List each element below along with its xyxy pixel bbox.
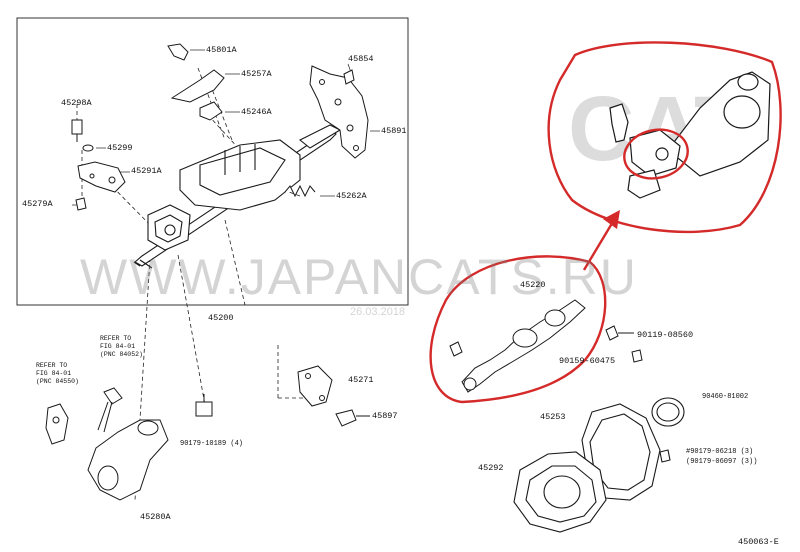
bracket-45291a bbox=[77, 161, 126, 193]
watermark-main: WWW.JAPANCATS.RU bbox=[80, 249, 638, 305]
label-45280a: 45280A bbox=[140, 512, 171, 522]
bolt-45897 bbox=[335, 409, 357, 427]
label-45801a: 45801A bbox=[206, 45, 237, 55]
label-45291a: 45291A bbox=[131, 166, 162, 176]
label-45262a: 45262A bbox=[336, 191, 367, 201]
label-90159-60475: 90159-60475 bbox=[559, 356, 616, 366]
refer-line: REFER TO bbox=[100, 335, 132, 342]
refer-line: REFER TO bbox=[36, 362, 68, 369]
highlight-joint bbox=[623, 128, 689, 180]
label-45298a: 45298A bbox=[61, 98, 92, 108]
label-45299: 45299 bbox=[107, 143, 133, 153]
bolt-90179-b bbox=[659, 449, 671, 463]
steering-column bbox=[133, 124, 342, 269]
refer-line: (PNC 84052) bbox=[100, 351, 143, 358]
label-45279a: 45279A bbox=[22, 199, 53, 209]
clip-45801a bbox=[167, 43, 189, 61]
bolt-90119 bbox=[605, 325, 619, 341]
label-45220: 45220 bbox=[520, 280, 546, 290]
highlight-arrow-line bbox=[582, 219, 616, 271]
watermark-date: 26.03.2018 bbox=[350, 306, 406, 318]
label-45253: 45253 bbox=[540, 412, 566, 422]
label-45854: 45854 bbox=[348, 54, 374, 64]
label-90119-08560: 90119-08560 bbox=[637, 330, 694, 340]
connector-84052 bbox=[103, 387, 123, 405]
refer-note-84550: REFER TO FIG 84-01 (PNC 84550) bbox=[36, 362, 79, 386]
bolt-45298a bbox=[71, 119, 83, 135]
highlight-arrow-head bbox=[603, 210, 620, 229]
label-45246a: 45246A bbox=[241, 107, 272, 117]
label-90179-06097: (90179-06097 (3)) bbox=[686, 458, 758, 466]
refer-line: FIG 84-01 bbox=[100, 343, 136, 350]
bolt-45854 bbox=[343, 69, 355, 85]
spring-45246a bbox=[199, 101, 223, 121]
highlight-inset bbox=[547, 41, 782, 234]
washer-45299 bbox=[82, 144, 94, 152]
label-45200: 45200 bbox=[208, 313, 234, 323]
label-45271: 45271 bbox=[348, 375, 374, 385]
label-45292: 45292 bbox=[478, 463, 504, 473]
label-90460-81002: 90460-81002 bbox=[702, 393, 749, 401]
highlight-shaft bbox=[429, 255, 607, 404]
assembly-frame bbox=[16, 17, 409, 306]
label-45897: 45897 bbox=[372, 411, 398, 421]
switch-84550 bbox=[45, 403, 69, 445]
label-45891: 45891 bbox=[381, 126, 407, 136]
plate-45271 bbox=[297, 365, 333, 407]
refer-note-84052: REFER TO FIG 84-01 (PNC 84052) bbox=[100, 335, 143, 359]
red-highlights bbox=[429, 41, 782, 404]
label-45257a: 45257A bbox=[241, 69, 272, 79]
spring-45262a bbox=[284, 184, 316, 198]
label-90179-10189: 90179-10189 (4) bbox=[180, 440, 244, 448]
refer-line: (PNC 84550) bbox=[36, 378, 79, 385]
diagram-id: 450063-E bbox=[738, 537, 779, 547]
inset-detail: CAT bbox=[568, 48, 778, 200]
nut-45279a bbox=[75, 197, 87, 211]
lever-45257a bbox=[170, 69, 225, 103]
bracket-45891 bbox=[309, 65, 369, 159]
label-90179-06218: #90179-06218 (3) bbox=[686, 448, 754, 456]
intermediate-shaft bbox=[449, 299, 586, 393]
refer-line: FIG 84-01 bbox=[36, 370, 72, 377]
nut-90159 bbox=[631, 349, 643, 363]
